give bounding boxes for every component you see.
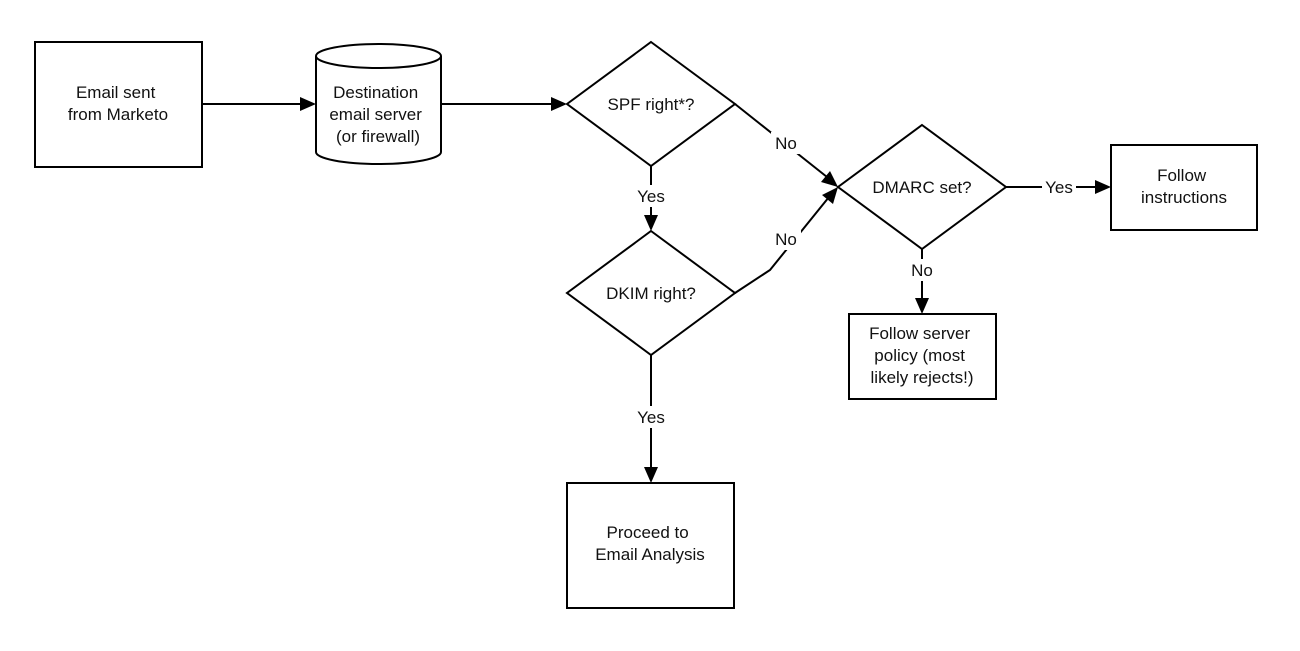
node-follow-server-policy: Follow server policy (most likely reject… <box>848 313 997 400</box>
node-email-sent-label: Email sent from Marketo <box>68 83 168 124</box>
arrowhead-dmarc-from-dkim <box>822 187 838 204</box>
edge-label-dkim-no: No <box>775 230 797 249</box>
edge-labels: No Yes No Yes Yes No <box>632 132 1076 428</box>
node-email-sent: Email sent from Marketo <box>34 41 203 168</box>
node-dmarc-decision: DMARC set? <box>836 123 1008 251</box>
node-dmarc-label: DMARC set? <box>872 178 971 197</box>
node-proceed-email-analysis: Proceed to Email Analysis <box>566 482 735 609</box>
node-spf-decision: SPF right*? <box>565 40 737 168</box>
arrowhead-policy <box>915 298 929 314</box>
arrowhead-proceed <box>644 467 658 483</box>
arrowhead-destination <box>300 97 316 111</box>
node-dkim-decision: DKIM right? <box>565 229 737 357</box>
node-spf-label: SPF right*? <box>608 95 695 114</box>
node-dkim-label: DKIM right? <box>606 284 696 303</box>
node-destination-server: Destination email server (or firewall) <box>315 43 442 165</box>
edge-label-dmarc-yes: Yes <box>1045 178 1073 197</box>
edge-label-dkim-yes: Yes <box>637 408 665 427</box>
node-destination-server-label: Destination email server (or firewall) <box>329 83 426 146</box>
edge-dkim-to-dmarc <box>734 196 830 294</box>
edge-label-spf-no: No <box>775 134 797 153</box>
arrowhead-instructions <box>1095 180 1111 194</box>
node-follow-instructions: Follow instructions <box>1110 144 1258 231</box>
edge-label-dmarc-no: No <box>911 261 933 280</box>
node-follow-server-policy-label: Follow server policy (most likely reject… <box>869 324 975 387</box>
arrowhead-spf <box>551 97 567 111</box>
edge-label-spf-yes: Yes <box>637 187 665 206</box>
node-proceed-label: Proceed to Email Analysis <box>595 523 705 564</box>
arrowhead-dmarc-from-spf <box>821 171 838 187</box>
node-follow-instructions-label: Follow instructions <box>1141 166 1227 207</box>
arrowhead-dkim <box>644 215 658 231</box>
